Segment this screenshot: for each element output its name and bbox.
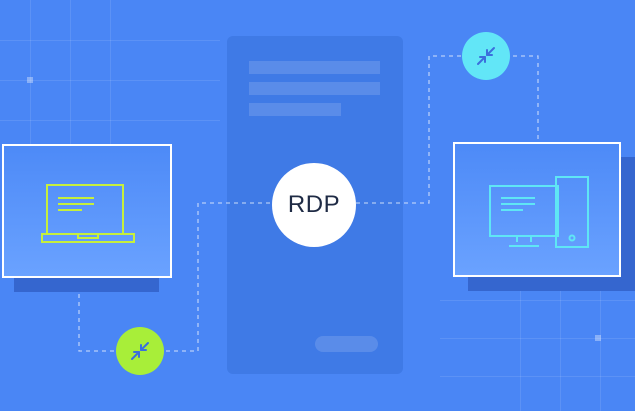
connector-client-bottom <box>78 202 272 352</box>
grid-line <box>110 0 111 150</box>
server-pill <box>315 336 378 352</box>
connect-arrows-icon <box>477 47 495 65</box>
connect-arrows-icon <box>131 342 149 360</box>
grid-line <box>440 376 635 377</box>
server-line <box>249 103 341 116</box>
laptop-icon <box>41 184 135 243</box>
grid-dot <box>595 335 601 341</box>
rdp-label: RDP <box>287 191 341 218</box>
grid-line <box>0 120 220 121</box>
grid-line <box>0 40 220 41</box>
connect-badge-bottom <box>116 327 164 375</box>
grid-line <box>70 0 71 150</box>
rdp-node: RDP <box>272 163 356 247</box>
desktop-computer-icon <box>489 176 589 248</box>
grid-dot <box>27 77 33 83</box>
grid-line <box>440 338 635 339</box>
grid-line <box>0 80 220 81</box>
server-line <box>249 82 380 95</box>
grid-line <box>520 290 521 411</box>
server-line <box>249 61 380 74</box>
connector-host-top <box>356 55 539 204</box>
host-panel <box>453 142 621 277</box>
connect-badge-top <box>462 32 510 80</box>
grid-line <box>30 0 31 150</box>
grid-line <box>600 290 601 411</box>
grid-line <box>560 290 561 411</box>
client-panel <box>2 144 172 278</box>
grid-line <box>440 300 635 301</box>
